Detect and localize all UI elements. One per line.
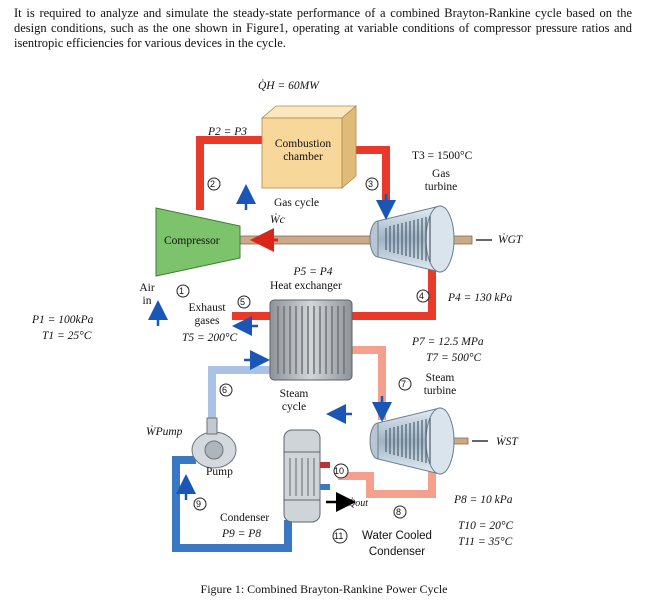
state-1: 1 (179, 286, 185, 296)
t5-label: T5 = 200°C (182, 332, 238, 344)
state-7: 7 (401, 379, 407, 389)
pipe-state-2 (196, 136, 262, 210)
water-cooled-condenser-label: Water Cooled Condenser (362, 530, 432, 558)
state-11: 11 (334, 531, 344, 541)
pump-label: Pump (206, 466, 233, 478)
combustion-chamber (260, 105, 358, 189)
qout-label: Q̇out (348, 498, 368, 509)
condenser (283, 429, 330, 523)
p4-label: P4 = 130 kPa (448, 292, 513, 304)
p8-label: P8 = 10 kPa (454, 494, 513, 506)
wc-label: Ẇc (270, 214, 285, 226)
state-5: 5 (240, 297, 246, 307)
wst-label: ẆST (496, 436, 518, 448)
state-3: 3 (368, 179, 374, 189)
wpump-label: ẆPump (146, 426, 183, 438)
exhaust-gases-label: Exhaust gases (188, 302, 226, 327)
heat-exchanger (269, 299, 353, 381)
p2-p3-label: P2 = P3 (208, 126, 248, 138)
state-8: 8 (396, 507, 402, 517)
gas-turbine (369, 205, 455, 273)
pump (191, 417, 237, 469)
t1-label: T1 = 25°C (42, 330, 92, 342)
pipe-state-7 (352, 346, 386, 420)
air-in-label: Air in (139, 282, 155, 307)
state-4: 4 (419, 291, 425, 301)
p5-p4-label: P5 = P4 (293, 266, 333, 278)
gas-turbine-label: Gas turbine (424, 168, 458, 193)
condenser-label: Condenser (220, 512, 270, 524)
pipe-state-6 (208, 366, 270, 418)
pipe-state-9 (172, 456, 292, 552)
state-10: 10 (334, 466, 345, 476)
heat-input-label: Q̇H = 60MW (258, 80, 319, 92)
state-6: 6 (222, 385, 228, 395)
t11-label: T11 = 35°C (458, 536, 513, 548)
wgt-label: ẆGT (498, 234, 523, 246)
p9-label: P9 = P8 (222, 528, 262, 540)
pipe-state-8 (338, 468, 436, 498)
steam-turbine (369, 407, 455, 475)
pipe-state-4 (352, 262, 436, 320)
p1-label: P1 = 100kPa (32, 314, 94, 326)
t7-label: T7 = 500°C (426, 352, 482, 364)
gas-cycle-label: Gas cycle (274, 197, 320, 209)
compressor (155, 207, 241, 277)
t3-label: T3 = 1500°C (412, 150, 473, 162)
steam-cycle-label: Steam cycle (279, 388, 309, 413)
p7-label: P7 = 12.5 MPa (412, 336, 484, 348)
state-2: 2 (210, 179, 216, 189)
heat-exchanger-label: Heat exchanger (270, 280, 342, 292)
compressor-label: Compressor (164, 235, 220, 247)
problem-statement: It is required to analyze and simulate t… (14, 6, 632, 50)
figure-caption: Figure 1: Combined Brayton-Rankine Power… (200, 582, 448, 596)
t10-label: T10 = 20°C (458, 520, 514, 532)
steam-turbine-label: Steam turbine (423, 372, 457, 397)
combustion-chamber-label: Combustion chamber (274, 138, 332, 163)
state-circles (176, 177, 430, 544)
state-9: 9 (196, 499, 202, 509)
